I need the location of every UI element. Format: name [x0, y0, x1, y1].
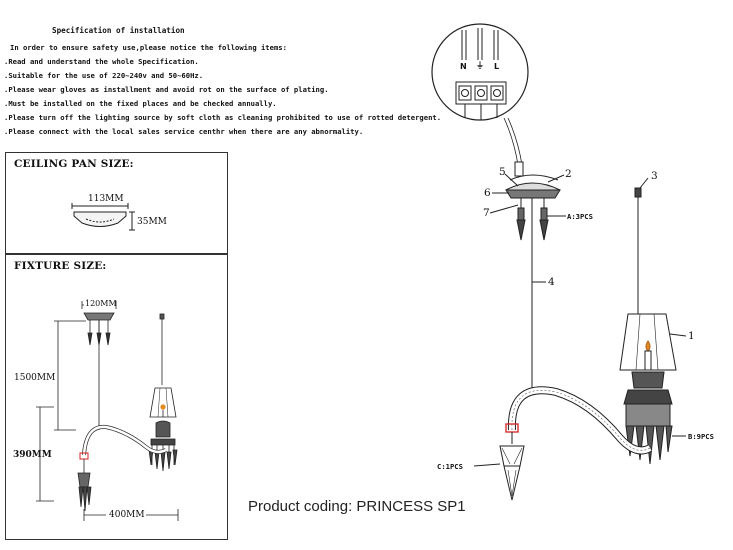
spec-line: .Please connect with the local sales ser… — [4, 127, 364, 136]
fixture-pan-width: 120MM — [85, 299, 117, 308]
callout-a: A:3PCS — [567, 212, 593, 221]
terminal-l-label: L — [494, 62, 500, 71]
product-coding: Product coding: PRINCESS SP1 — [248, 498, 466, 515]
ceiling-pan-title: CEILING PAN SIZE: — [14, 158, 134, 170]
spec-line: .Suitable for the use of 220~240v and 50… — [4, 71, 204, 80]
spec-line: .Please wear gloves as installment and a… — [4, 85, 329, 94]
callout-4: 4 — [548, 276, 555, 288]
fixture-panel: FIXTURE SIZE: 120MM 1500MM 390MM 400MM — [5, 254, 228, 540]
callout-b: B:9PCS — [688, 432, 714, 441]
terminal-earth-label: ⏚ — [476, 61, 484, 70]
ceiling-pan-drawing — [71, 203, 135, 231]
fixture-height: 390MM — [13, 450, 52, 460]
fixture-drop: 1500MM — [14, 373, 56, 383]
terminal-n-label: N — [460, 62, 467, 71]
ceiling-pan-width: 113MM — [88, 194, 124, 204]
spec-line: .Please turn off the lighting source by … — [4, 113, 442, 122]
ceiling-pan-panel: CEILING PAN SIZE: 113MM 35MM — [5, 152, 228, 254]
spec-line: .Must be installed on the fixed places a… — [4, 99, 277, 108]
spec-title: Specification of installation — [52, 26, 185, 35]
callout-c: C:1PCS — [437, 462, 463, 471]
fixture-drawing — [36, 301, 179, 521]
callout-7: 7 — [483, 207, 490, 219]
ceiling-pan-height: 35MM — [137, 217, 167, 227]
callout-1: 1 — [688, 330, 695, 342]
callout-5: 5 — [499, 166, 506, 178]
fixture-title: FIXTURE SIZE: — [14, 260, 107, 272]
callout-3: 3 — [651, 170, 658, 182]
callout-6: 6 — [484, 187, 491, 199]
spec-line: In order to ensure safety use,please not… — [10, 43, 287, 52]
callout-2: 2 — [565, 168, 572, 180]
spec-line: .Read and understand the whole Specifica… — [4, 57, 199, 66]
fixture-width: 400MM — [109, 510, 145, 520]
